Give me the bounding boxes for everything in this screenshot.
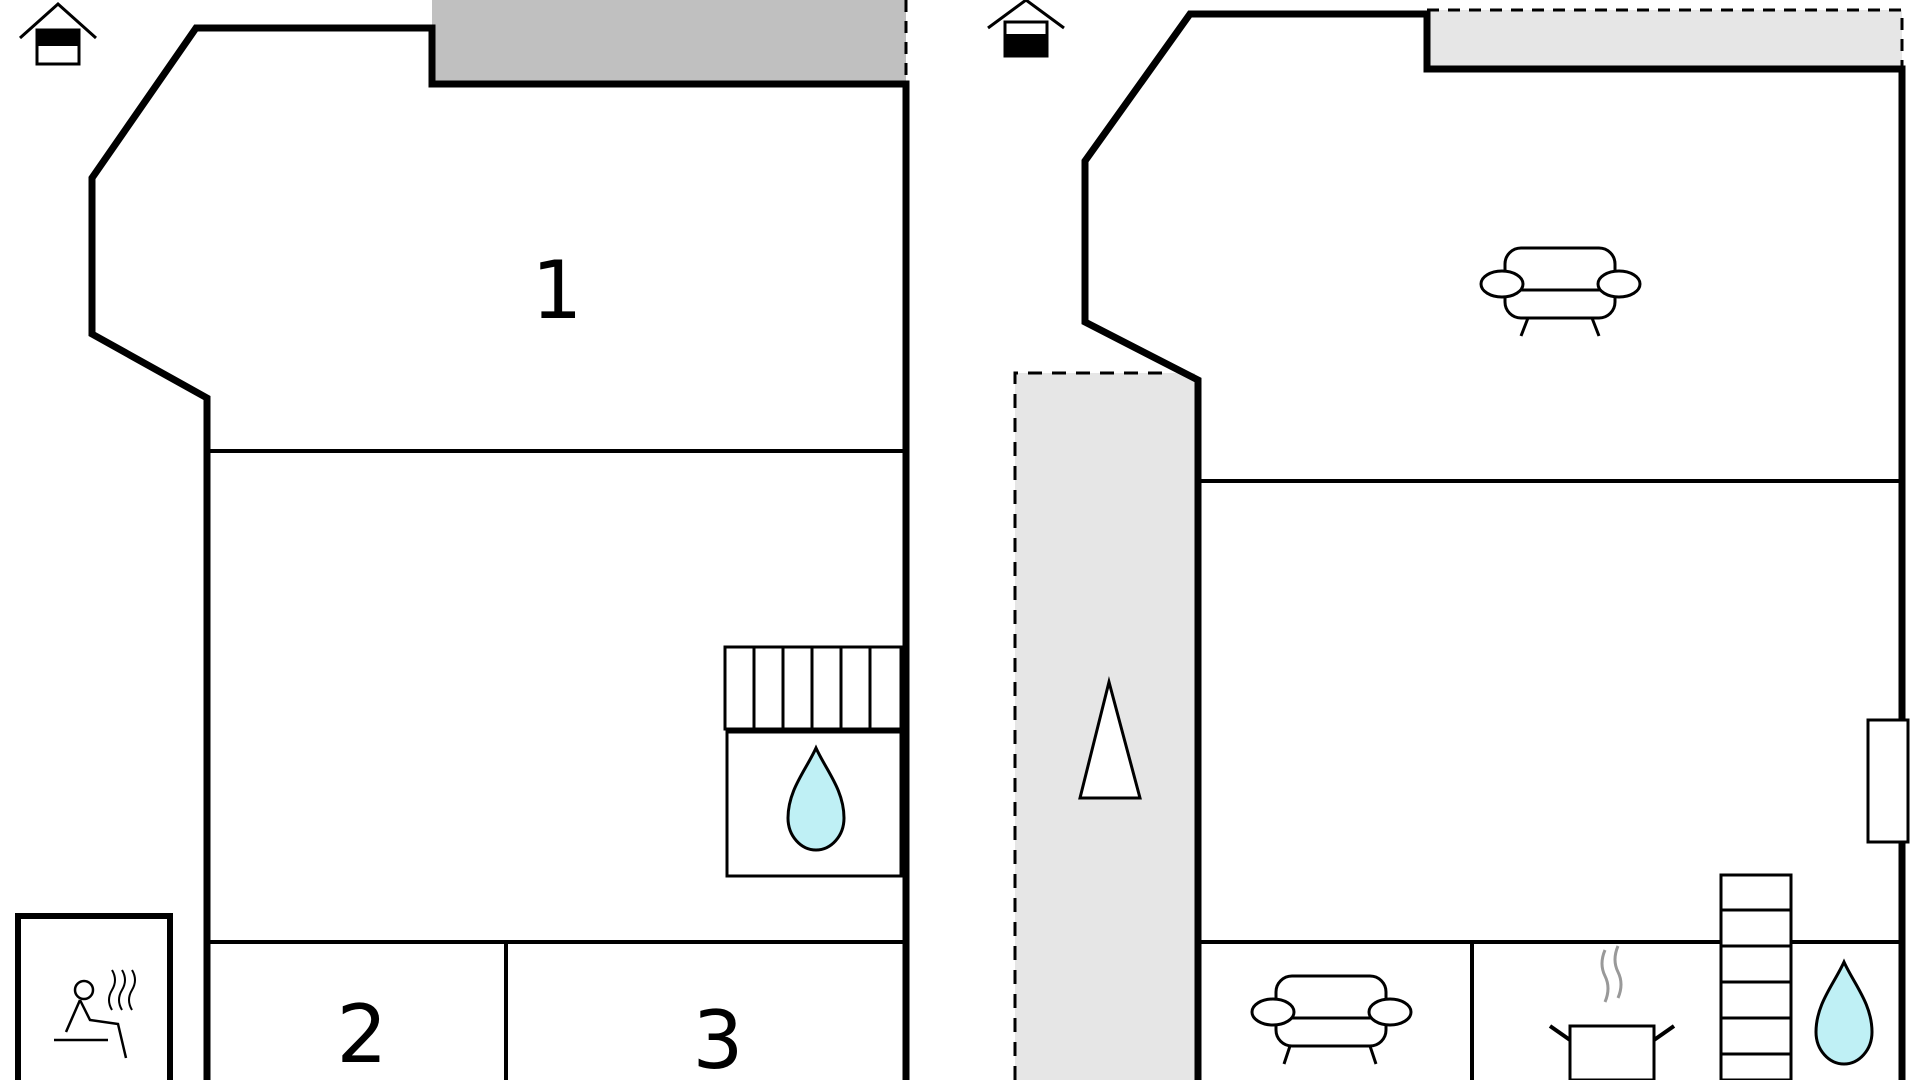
house-entrance-icon — [987, 0, 1065, 58]
floor-plan-left: 1 2 3 — [15, 0, 910, 1080]
sofa-icon — [1479, 246, 1642, 337]
house-entrance-icon — [18, 1, 98, 66]
floor-plan-right — [987, 0, 1910, 1080]
sauna-icon — [15, 913, 173, 1080]
outer-wall-right — [1081, 10, 1906, 1080]
water-drop-icon — [1814, 958, 1874, 1066]
fireplace-icon — [1078, 676, 1142, 800]
window — [1866, 718, 1910, 844]
room-label-3: 3 — [693, 994, 744, 1080]
staircase-icon — [723, 645, 903, 731]
cooking-pot-icon — [1548, 945, 1676, 1080]
staircase-icon — [1719, 873, 1793, 1080]
water-drop-icon — [786, 744, 846, 852]
sofa-icon — [1250, 974, 1413, 1065]
outer-wall-left — [88, 24, 910, 1080]
room-label-1: 1 — [532, 244, 583, 337]
room-label-2: 2 — [337, 988, 388, 1080]
terrace-top-left — [432, 0, 906, 84]
terrace-top-right — [1427, 10, 1902, 69]
